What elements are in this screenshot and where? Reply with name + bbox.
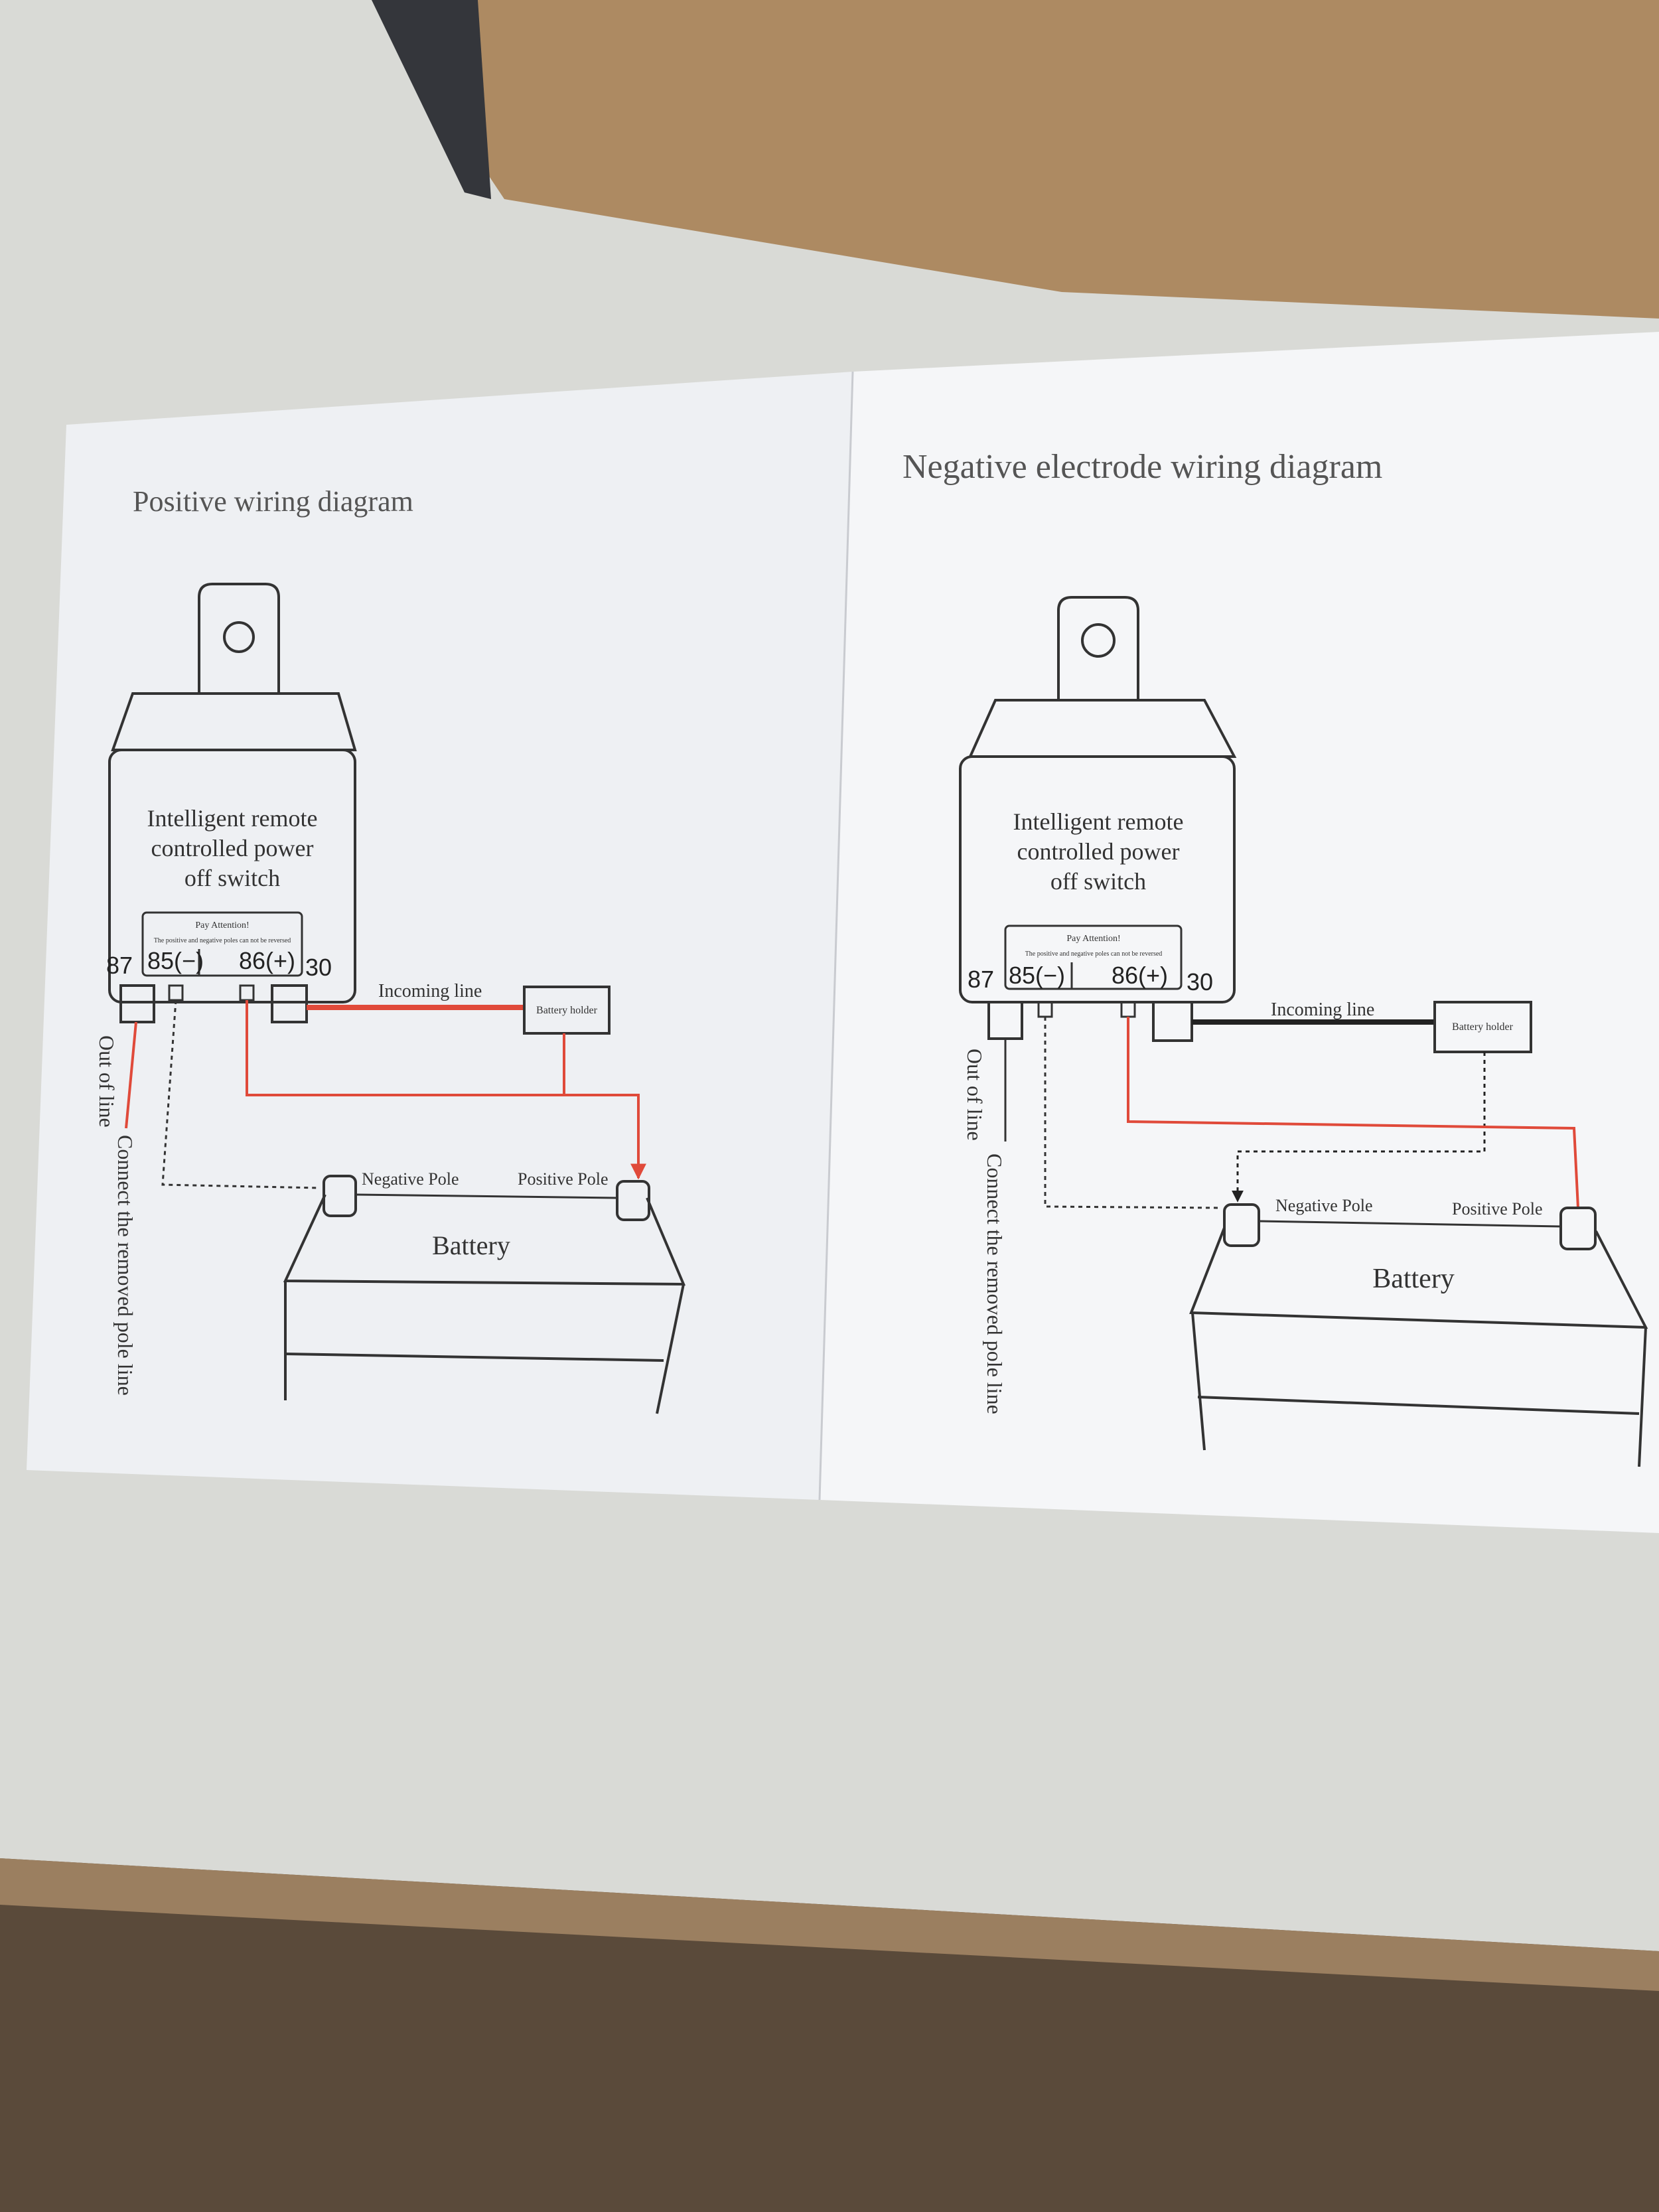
switch-label-line2: controlled power	[151, 835, 314, 861]
out-of-line-wire	[125, 1021, 137, 1129]
terminal-87-label: 87	[968, 966, 994, 993]
battery-top-edge	[1258, 1220, 1561, 1228]
terminal-87-post	[119, 984, 155, 1023]
switch-label-line2: controlled power	[1017, 838, 1180, 865]
left-page	[27, 372, 853, 1500]
switch-housing-top	[968, 699, 1237, 758]
terminal-30-post	[271, 984, 308, 1023]
switch-housing	[959, 755, 1236, 1003]
terminal-86-label: 86(+)	[1112, 962, 1168, 989]
negative-wiring-diagram: Negative electrode wiring diagram Intell…	[902, 448, 1648, 1467]
connect-removed-label: Connect the removed pole line	[983, 1153, 1007, 1414]
negative-pole-label: Negative Pole	[362, 1169, 459, 1189]
attention-text: The positive and negative poles can not …	[154, 937, 291, 944]
terminal-85-label: 85(−)	[1009, 962, 1065, 989]
battery-holder-box	[523, 986, 611, 1035]
battery-top-edge	[355, 1193, 618, 1199]
red-wire-86-to-positive	[246, 1000, 646, 1180]
page-fold	[818, 371, 854, 1501]
attention-box	[1004, 924, 1183, 990]
mounting-tab	[1057, 596, 1139, 701]
box-dark-edge	[372, 0, 491, 199]
battery-band	[285, 1353, 664, 1362]
battery-holder-box	[1433, 1001, 1532, 1053]
mounting-tab	[198, 583, 280, 695]
battery-right-side	[1638, 1327, 1647, 1467]
battery-band	[1197, 1396, 1640, 1415]
cardboard-box-top	[372, 0, 1659, 319]
battery-right-side	[656, 1284, 685, 1414]
battery-left-side	[1191, 1312, 1206, 1451]
terminal-85-label: 85(−)	[147, 947, 204, 974]
dashed-wire-85-to-negative	[161, 999, 319, 1189]
switch-housing-top	[111, 692, 357, 751]
switch-label-line1: Intelligent remote	[1013, 808, 1184, 835]
switch-housing	[108, 749, 356, 1003]
battery-label: Battery	[432, 1230, 510, 1260]
battery-holder-label: Battery holder	[1452, 1021, 1514, 1033]
attention-text: The positive and negative poles can not …	[1025, 950, 1163, 958]
page-title: Positive wiring diagram	[133, 485, 413, 518]
switch-label-line1: Intelligent remote	[147, 805, 318, 832]
out-of-line-label: Out of line	[963, 1049, 987, 1141]
negative-pole-label: Negative Pole	[1275, 1196, 1373, 1215]
attention-title: Pay Attention!	[1066, 934, 1120, 944]
terminal-86-label: 86(+)	[239, 947, 295, 974]
terminal-30-label: 30	[1187, 968, 1213, 995]
cardboard-edge	[0, 1858, 1659, 1991]
switch-label-line3: off switch	[184, 865, 280, 891]
page-title: Negative electrode wiring diagram	[902, 448, 1382, 486]
connect-removed-label: Connect the removed pole line	[113, 1135, 137, 1396]
mounting-hole-icon	[1081, 623, 1116, 658]
mounting-hole-icon	[223, 621, 255, 653]
battery-outline	[1189, 1227, 1648, 1329]
positive-pole-terminal	[1559, 1207, 1597, 1250]
positive-pole-label: Positive Pole	[1452, 1199, 1543, 1218]
dashed-wire-holder-to-negative	[1232, 1052, 1486, 1203]
right-page	[820, 332, 1659, 1533]
battery-holder-label: Battery holder	[536, 1005, 598, 1016]
out-of-line-label: Out of line	[95, 1035, 119, 1128]
battery-label: Battery	[1372, 1264, 1455, 1294]
switch-label-line3: off switch	[1050, 868, 1146, 895]
attention-title: Pay Attention!	[195, 921, 249, 930]
terminal-30-label: 30	[305, 954, 332, 981]
negative-pole-terminal	[1223, 1203, 1260, 1247]
positive-pole-label: Positive Pole	[518, 1169, 609, 1189]
red-wire-86-to-positive	[1127, 1017, 1579, 1209]
positive-wiring-diagram: Positive wiring diagram Intelligent remo…	[95, 485, 686, 1414]
battery-outline	[283, 1194, 686, 1286]
attention-box	[141, 911, 303, 977]
incoming-line-label: Incoming line	[378, 981, 482, 1001]
terminal-87-label: 87	[106, 952, 133, 979]
incoming-line-label: Incoming line	[1271, 999, 1374, 1020]
